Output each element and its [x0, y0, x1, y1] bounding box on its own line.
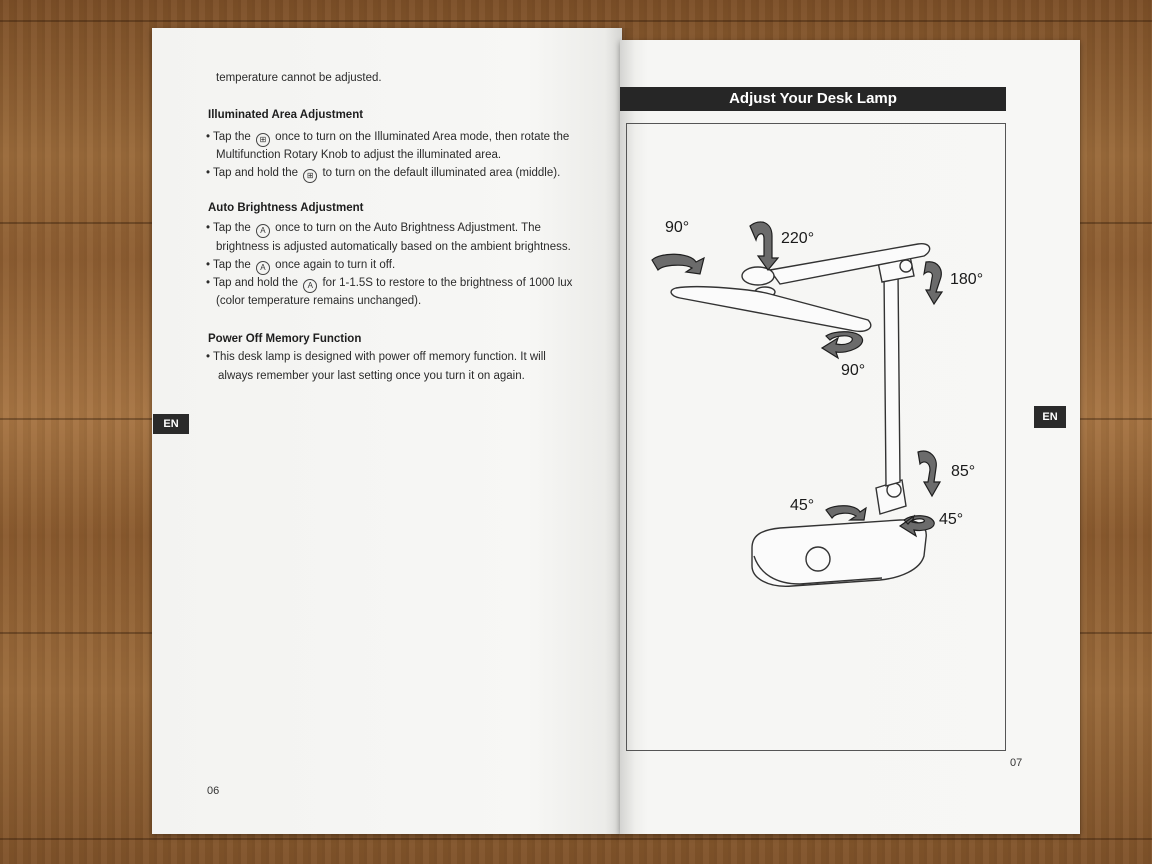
list-item: • This desk lamp is designed with power … — [206, 351, 546, 363]
angle-label-base-tilt: 85° — [951, 463, 976, 480]
angle-label-head-turn: 90° — [841, 362, 866, 379]
auto-icon: A — [255, 224, 270, 238]
right-page — [620, 40, 1080, 834]
auto-icon: A — [255, 261, 270, 275]
list-item-continuation: brightness is adjusted automatically bas… — [216, 241, 571, 253]
bullet: • — [206, 259, 211, 271]
booklet — [150, 28, 1082, 836]
angle-label-arm-tilt: 180° — [950, 271, 984, 288]
list-item: • Tap the A once again to turn it off. — [206, 256, 395, 275]
spine-shadow — [605, 28, 635, 834]
list-item-continuation: Multifunction Rotary Knob to adjust the … — [216, 149, 502, 161]
language-tab-right: EN — [1034, 406, 1066, 428]
section-heading-auto-brightness: Auto Brightness Adjustment — [208, 202, 364, 214]
angle-label-head-tilt: 220° — [781, 230, 815, 247]
area-icon: ⊞ — [255, 133, 270, 147]
bullet: • — [206, 222, 211, 234]
bullet: • — [206, 131, 211, 143]
list-item: • Tap the A once to turn on the Auto Bri… — [206, 219, 541, 238]
continuation-text: temperature cannot be adjusted. — [216, 72, 382, 84]
bullet: • — [206, 277, 211, 289]
auto-icon: A — [303, 279, 318, 293]
page-number-right: 07 — [1010, 757, 1023, 769]
list-item: • Tap and hold the ⊞ to turn on the defa… — [206, 164, 560, 183]
list-item-continuation: always remember your last setting once y… — [218, 370, 525, 382]
angle-label-base-left: 45° — [790, 497, 815, 514]
list-item-continuation: (color temperature remains unchanged). — [216, 295, 422, 307]
left-page — [152, 28, 622, 834]
list-item: • Tap the ⊞ once to turn on the Illumina… — [206, 128, 569, 147]
language-tab-left: EN — [153, 414, 189, 434]
illustration-frame — [626, 123, 1006, 751]
section-heading-illuminated-area: Illuminated Area Adjustment — [208, 109, 364, 121]
angle-label-head-swivel: 90° — [665, 219, 690, 236]
section-heading-power-off-memory: Power Off Memory Function — [208, 333, 362, 345]
list-item: • Tap and hold the A for 1-1.5S to resto… — [206, 274, 572, 293]
page-title: Adjust Your Desk Lamp — [620, 87, 1006, 111]
page-number-left: 06 — [207, 785, 220, 797]
angle-label-base-right: 45° — [939, 511, 964, 528]
bullet: • — [206, 351, 211, 363]
bullet: • — [206, 167, 211, 179]
area-icon: ⊞ — [303, 169, 318, 183]
